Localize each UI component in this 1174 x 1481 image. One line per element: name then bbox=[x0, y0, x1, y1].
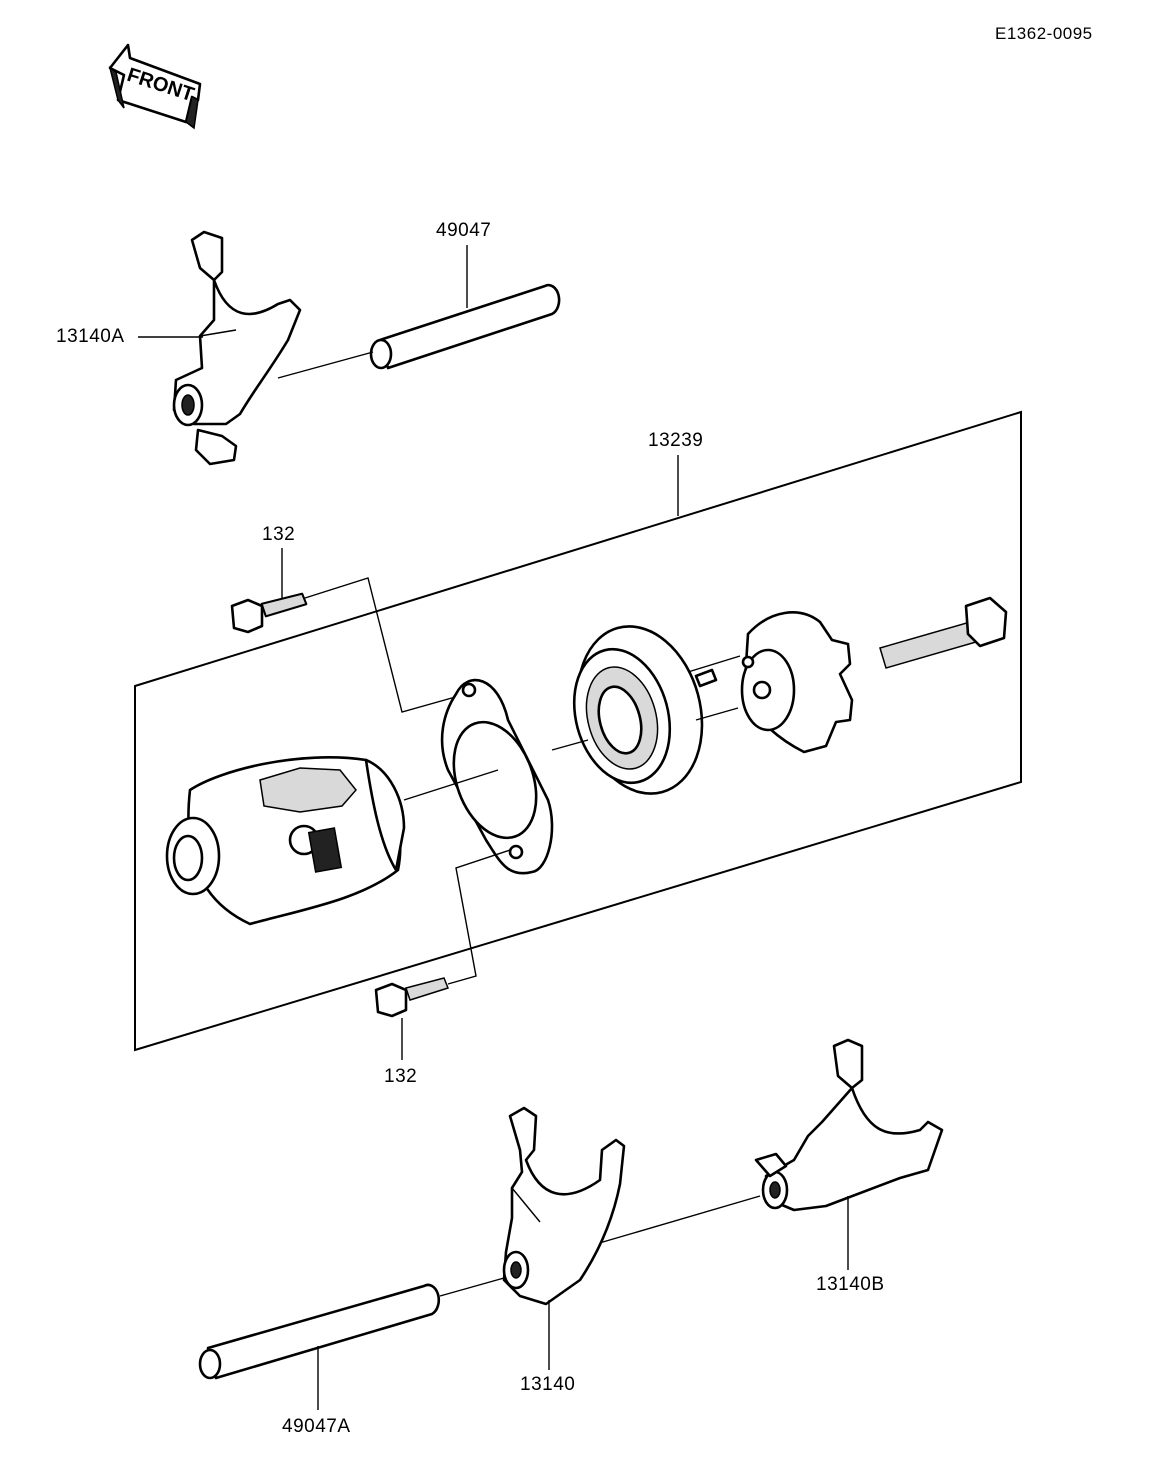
axis-lower-rod bbox=[439, 1277, 505, 1297]
label-13140: 13140 bbox=[520, 1374, 576, 1395]
shift-rod-lower bbox=[198, 1283, 441, 1380]
axis-pin bbox=[687, 655, 741, 673]
shift-drum bbox=[165, 756, 406, 926]
label-13140B: 13140B bbox=[816, 1274, 885, 1295]
bolt-upper bbox=[230, 592, 308, 634]
pin bbox=[694, 668, 718, 688]
axis-cam bbox=[695, 707, 739, 721]
axis-drum bbox=[403, 769, 499, 801]
bolt-lower bbox=[374, 977, 449, 1018]
label-132-lower: 132 bbox=[384, 1066, 418, 1087]
shift-cam bbox=[740, 611, 854, 754]
shift-fork-lower-right bbox=[754, 1038, 944, 1212]
label-13140A: 13140A bbox=[56, 326, 125, 347]
shift-fork-upper bbox=[172, 230, 302, 466]
axis-upper bbox=[277, 351, 374, 379]
label-49047A: 49047A bbox=[282, 1416, 351, 1437]
label-132-upper: 132 bbox=[262, 524, 296, 545]
bearing bbox=[572, 625, 704, 795]
axis-bolt-lower bbox=[447, 849, 511, 985]
label-49047: 49047 bbox=[436, 220, 492, 241]
label-13239: 13239 bbox=[648, 430, 704, 451]
axis-bolt-upper bbox=[304, 577, 467, 713]
front-arrow-icon: FRONT bbox=[108, 43, 202, 130]
cam-bolt bbox=[879, 596, 1008, 669]
shift-fork-lower-middle bbox=[502, 1106, 626, 1306]
shift-rod-upper bbox=[369, 283, 561, 370]
assembly-frame bbox=[134, 410, 1022, 1052]
axis-lower bbox=[595, 1195, 761, 1245]
diagram-code: E1362-0095 bbox=[995, 24, 1093, 43]
retainer-plate bbox=[440, 678, 554, 875]
axis-bearing bbox=[551, 739, 589, 751]
